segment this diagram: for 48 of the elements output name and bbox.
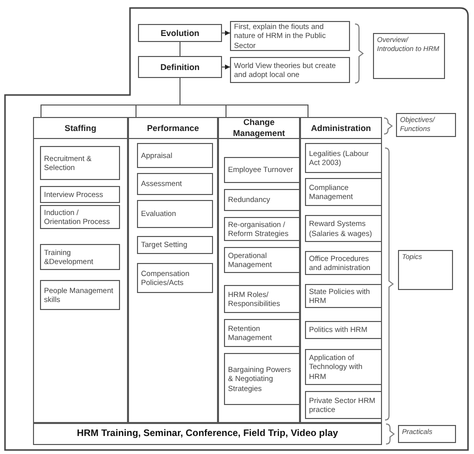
topic-box	[305, 143, 382, 173]
topic-box	[40, 186, 120, 203]
topic-box	[224, 189, 300, 211]
box-label: Change Management	[219, 118, 299, 139]
column-box	[128, 117, 218, 423]
heading-box	[138, 56, 222, 78]
topic-box	[305, 349, 382, 385]
box-label: HRM Training, Seminar, Conference, Field Trip, Video play	[76, 427, 340, 442]
topic-box	[40, 280, 120, 310]
box-label: Performance	[129, 118, 217, 139]
arrow	[222, 64, 230, 70]
topic-box	[137, 173, 213, 195]
box-label: Definition	[159, 60, 201, 74]
box-label: Evolution	[160, 26, 200, 40]
arrow	[222, 30, 230, 36]
section-label-box	[398, 425, 456, 443]
topic-box	[305, 284, 382, 308]
topic-box	[305, 391, 382, 419]
topic-box	[305, 178, 382, 206]
section-label-box	[373, 33, 445, 79]
column-box	[300, 117, 382, 423]
topic-box	[40, 205, 120, 229]
topic-box	[230, 57, 350, 83]
topic-box	[137, 143, 213, 168]
topic-box	[305, 251, 382, 275]
topic-box	[137, 236, 213, 254]
section-label-box	[396, 113, 456, 137]
section-label-box	[398, 250, 453, 290]
connector-line	[180, 78, 308, 118]
topic-box	[230, 21, 350, 51]
topic-box	[40, 146, 120, 180]
topic-box	[137, 200, 213, 228]
topic-box	[137, 263, 213, 293]
box-label: Staffing	[34, 118, 127, 139]
practicals-bar	[33, 423, 382, 445]
topic-box	[224, 247, 300, 273]
topic-box	[224, 319, 300, 347]
heading-box	[138, 24, 222, 42]
topic-box	[305, 321, 382, 339]
topic-box	[224, 157, 300, 183]
column-box	[218, 117, 300, 423]
column-box	[33, 117, 128, 423]
topic-box	[224, 217, 300, 241]
topic-box	[224, 353, 300, 405]
topic-box	[305, 215, 382, 242]
topic-box	[40, 244, 120, 270]
box-label: Administration	[301, 118, 381, 139]
topic-box	[224, 285, 300, 313]
